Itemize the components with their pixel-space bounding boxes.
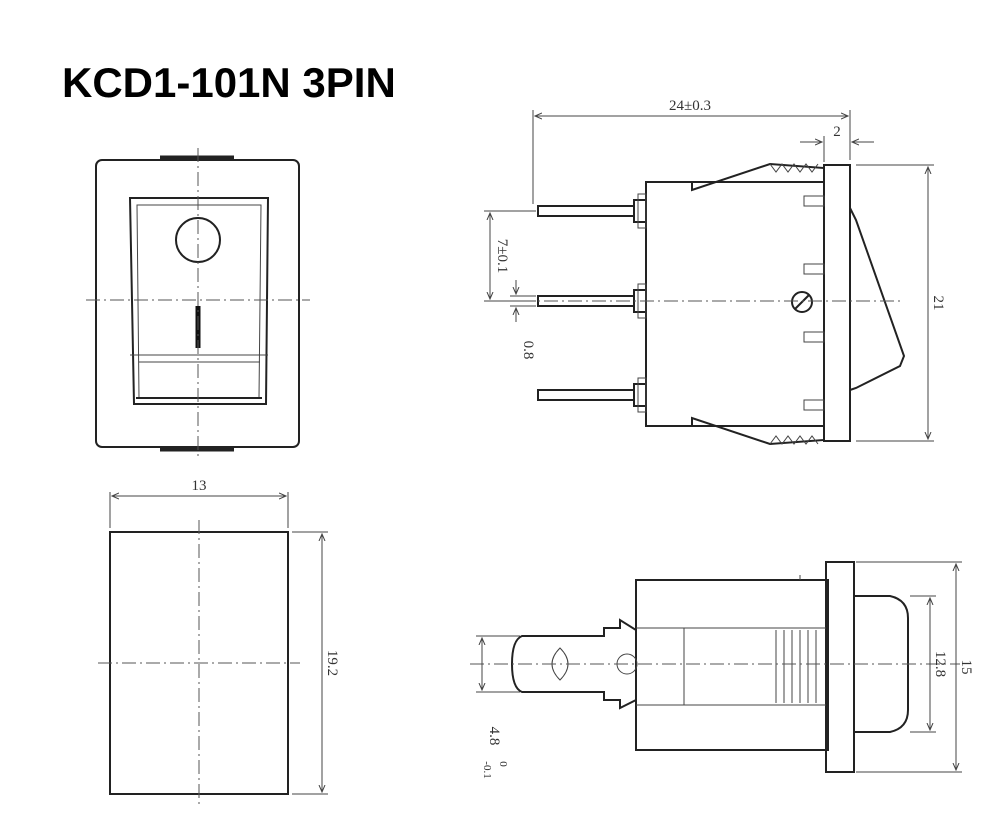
dim-body-height-side: 12.8: [932, 651, 948, 677]
front-view: [86, 148, 310, 460]
dim-flange-thickness: 2: [833, 124, 841, 140]
rocker-actuator: [128, 197, 270, 405]
top-flange: [825, 561, 855, 773]
side-view: 24±0.3 2 21 7±0.1 0.8: [484, 98, 946, 446]
switch-body: [645, 181, 825, 427]
dim-pin-thickness: 0.8: [520, 341, 536, 360]
dim-pin-pitch: 7±0.1: [494, 239, 510, 273]
dim-body-width: 13: [192, 478, 207, 494]
top-view: 4.8 0 -0.1 12.8 15: [470, 561, 974, 779]
dim-body-height: 19.2: [324, 650, 340, 676]
dim-flange-height-side: 15: [958, 660, 974, 675]
terminal-pins: [537, 193, 647, 413]
dim-terminal-tol-upper: 0: [497, 761, 509, 767]
dim-overall-length: 24±0.3: [669, 98, 711, 114]
dim-terminal-width: 4.8: [486, 727, 502, 746]
top-body: [635, 579, 829, 751]
dim-flange-height: 21: [930, 296, 946, 311]
panel-cutout-view: 13 19.2: [98, 478, 340, 806]
rocker-profile: [849, 207, 906, 391]
switch-flange: [823, 164, 851, 442]
pivot-screw-icon: [791, 291, 813, 313]
product-title: KCD1-101N 3PIN: [62, 59, 396, 106]
dim-terminal-tol-lower: -0.1: [481, 761, 493, 778]
